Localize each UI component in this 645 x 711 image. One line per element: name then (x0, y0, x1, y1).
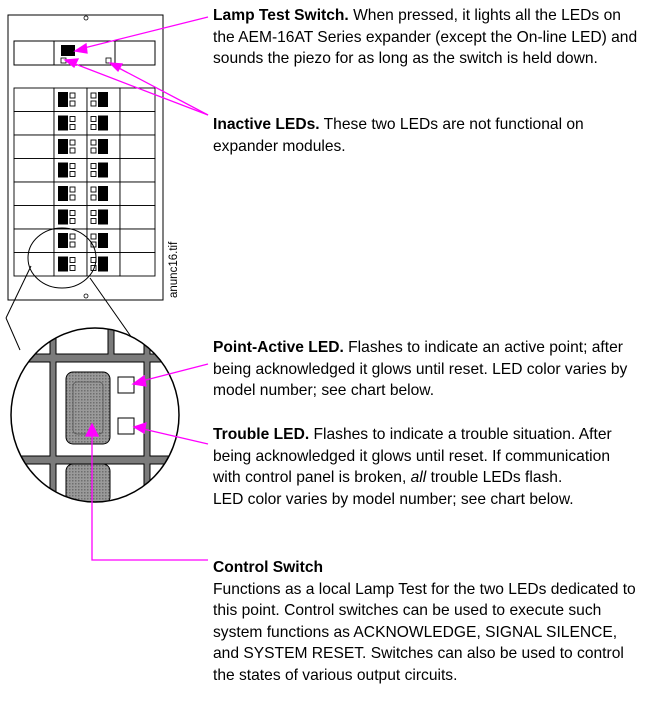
trouble-led (90, 124, 97, 130)
point-control-switch[interactable] (98, 209, 108, 225)
grid-cell (119, 134, 156, 159)
point-active-led (69, 233, 76, 240)
point-active-led (69, 116, 76, 122)
point-control-switch[interactable] (98, 233, 108, 248)
callout-point-active: Point-Active LED. Flashes to indicate an… (213, 337, 641, 402)
point-control-switch[interactable] (98, 162, 108, 178)
grid-cell (119, 252, 156, 277)
trouble-led (69, 124, 76, 130)
callout-trouble: Trouble LED. Flashes to indicate a troub… (213, 424, 641, 510)
callout-trouble-text-em: all (410, 469, 427, 486)
grid-cell (13, 181, 55, 206)
point-active-led (90, 233, 97, 240)
control-switch-magnified[interactable] (65, 371, 111, 445)
point-active-led (69, 139, 76, 146)
magnified-view (10, 327, 180, 503)
point-active-led (69, 163, 76, 169)
grid-cell (13, 205, 55, 230)
grid-cell (13, 158, 55, 183)
grid-cell (13, 87, 55, 112)
callout-trouble-title: Trouble LED. (213, 426, 310, 443)
callout-point-active-title: Point-Active LED. (213, 339, 344, 356)
zoom-highlight-circle (27, 227, 97, 289)
callout-point-active-text: Flashes to indicate an active point; aft… (213, 339, 628, 399)
grid-cell (119, 228, 156, 253)
callout-trouble-text-b: trouble LEDs flash. (426, 469, 563, 486)
bottom-screw-hole (83, 293, 89, 299)
point-control-switch[interactable] (58, 162, 68, 178)
point-control-switch[interactable] (58, 92, 68, 107)
grid-cell (13, 134, 55, 159)
grid-cell (119, 111, 156, 136)
point-active-led (69, 210, 76, 216)
trouble-led (90, 218, 97, 224)
point-active-led (90, 116, 97, 122)
point-control-switch[interactable] (58, 256, 68, 272)
trouble-led (69, 100, 76, 107)
point-active-led (69, 257, 76, 263)
leader-lines (63, 16, 209, 561)
callout-inactive-leds-title: Inactive LEDs. (213, 116, 320, 133)
inactive-led-right (105, 57, 112, 64)
point-control-switch[interactable] (58, 233, 68, 248)
trouble-led (69, 265, 76, 271)
zoom-connector-upper (5, 265, 32, 319)
grid-cell (119, 205, 156, 230)
point-active-led-magnified (117, 376, 135, 394)
point-active-led (90, 257, 97, 263)
grid-cell (119, 87, 156, 112)
callout-trouble-text-c: LED color varies by model number; see ch… (213, 490, 574, 508)
top-screw-hole (83, 15, 89, 21)
point-control-switch[interactable] (58, 186, 68, 201)
figure-label: anunc16.tif (168, 241, 180, 298)
point-control-switch[interactable] (98, 92, 108, 107)
point-active-led (90, 186, 97, 193)
callout-inactive-leds-text: These two LEDs are not functional on exp… (213, 116, 584, 155)
trouble-led (90, 147, 97, 154)
point-active-led (69, 92, 76, 99)
grid-cell (119, 158, 156, 183)
callout-inactive-leds: Inactive LEDs. These two LEDs are not fu… (213, 114, 641, 157)
point-control-switch[interactable] (58, 115, 68, 131)
trouble-led (69, 147, 76, 154)
callout-lamp-test-title: Lamp Test Switch. (213, 7, 349, 24)
callout-control-switch-text: Functions as a local Lamp Test for the t… (213, 580, 636, 684)
callout-lamp-test-text: When pressed, it lights all the LEDs on … (213, 7, 638, 67)
grid-cell (13, 252, 55, 277)
point-control-switch[interactable] (98, 186, 108, 201)
callout-control-switch-title: Control Switch (213, 559, 324, 576)
point-active-led (90, 163, 97, 169)
callout-control-switch: Control Switch Functions as a local Lamp… (213, 557, 641, 686)
trouble-led (90, 171, 97, 177)
point-active-led (90, 139, 97, 146)
grid-cell (13, 111, 55, 136)
point-control-switch[interactable] (98, 115, 108, 131)
trouble-led (90, 194, 97, 201)
point-control-switch[interactable] (98, 256, 108, 272)
trouble-led (69, 171, 76, 177)
trouble-led (69, 194, 76, 201)
zoom-connector-right (89, 277, 133, 339)
point-grid (13, 87, 156, 277)
point-control-switch[interactable] (58, 139, 68, 154)
trouble-led (90, 100, 97, 107)
trouble-led (69, 218, 76, 224)
point-control-switch[interactable] (98, 139, 108, 154)
point-control-switch[interactable] (58, 209, 68, 225)
callout-lamp-test: Lamp Test Switch. When pressed, it light… (213, 5, 641, 70)
trouble-led-magnified (117, 417, 135, 435)
lamp-test-switch[interactable] (61, 45, 75, 56)
trouble-led (69, 241, 76, 248)
point-active-led (69, 186, 76, 193)
point-active-led (90, 92, 97, 99)
grid-cell (119, 181, 156, 206)
zoom-connector-lower (5, 317, 21, 351)
callout-trouble-text-a: Flashes to indicate a trouble situation.… (213, 426, 612, 486)
point-active-led (90, 210, 97, 216)
